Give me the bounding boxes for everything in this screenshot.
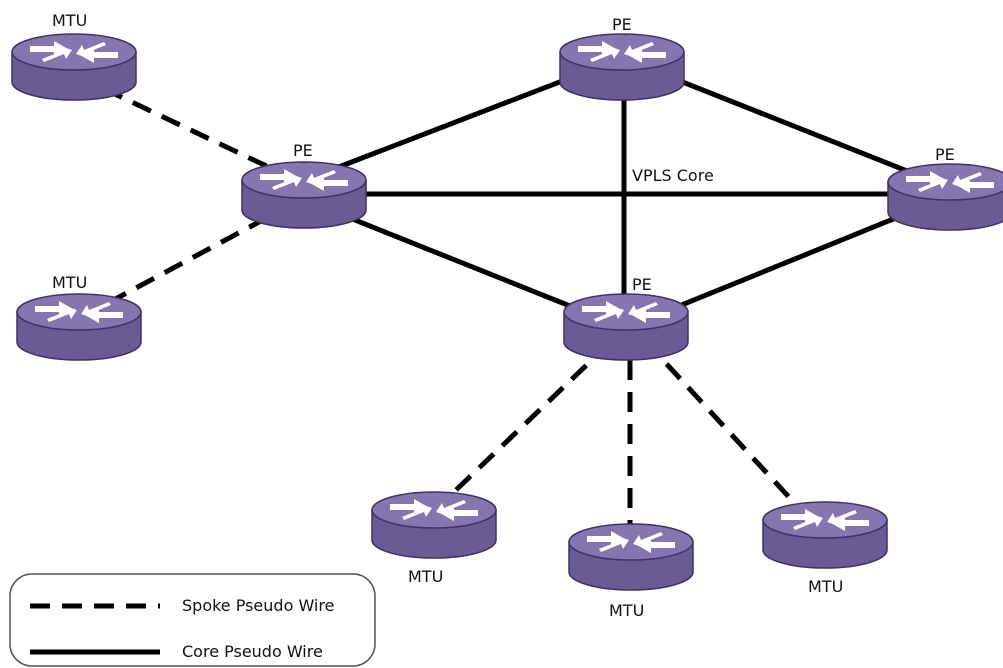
router-mtu-mid-left xyxy=(16,293,142,361)
router-mtu-top-left xyxy=(11,33,137,101)
spoke-link-mtu-bottom-right xyxy=(638,333,812,522)
label-mtu-mid-left: MTU xyxy=(52,273,87,292)
label-mtu-bottom-center: MTU xyxy=(609,601,644,620)
router-mtu-bottom-right xyxy=(762,501,888,569)
legend-core-label: Core Pseudo Wire xyxy=(182,642,323,661)
label-pe-left: PE xyxy=(293,141,313,160)
spoke-link-mtu-bottom-left xyxy=(431,333,620,514)
label-mtu-top-left: MTU xyxy=(52,11,87,30)
label-pe-top: PE xyxy=(612,15,632,34)
label-pe-bottom: PE xyxy=(632,275,652,294)
legend-box xyxy=(9,573,376,667)
label-pe-right: PE xyxy=(935,145,955,164)
router-pe-left xyxy=(241,161,367,229)
legend: Spoke Pseudo Wire Core Pseudo Wire xyxy=(9,573,376,667)
router-pe-bottom xyxy=(563,293,689,361)
label-mtu-bottom-left: MTU xyxy=(408,567,443,586)
router-pe-right xyxy=(887,163,1003,231)
legend-spoke-label: Spoke Pseudo Wire xyxy=(182,596,334,615)
router-mtu-bottom-left xyxy=(371,491,497,559)
spoke-links xyxy=(73,72,812,540)
router-mtu-bottom-center xyxy=(568,523,694,591)
vpls-core-label: VPLS Core xyxy=(632,166,714,185)
router-pe-top xyxy=(559,33,685,101)
label-mtu-bottom-right: MTU xyxy=(808,577,843,596)
